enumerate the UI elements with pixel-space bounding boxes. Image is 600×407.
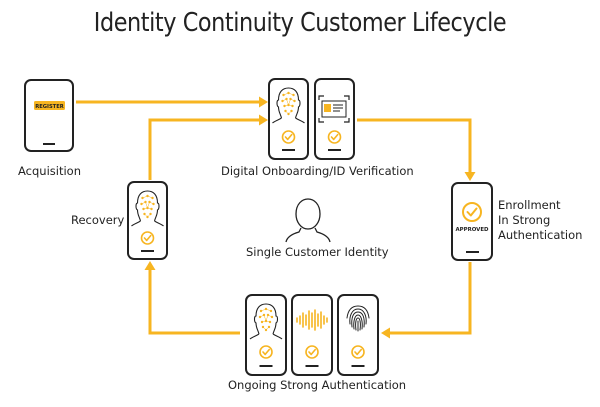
diagram-title: Identity Continuity Customer Lifecycle (93, 8, 507, 38)
enrollment-label-line-1: Enrollment (498, 198, 561, 212)
phone-acquisition: REGISTER (24, 79, 74, 152)
voice-wave-icon (296, 309, 328, 331)
id-card-scan-icon (318, 95, 350, 123)
phone-onboarding-face (268, 78, 309, 160)
enrollment-label-line-2: In Strong (498, 213, 551, 227)
onboarding-label: Digital Onboarding/ID Verification (221, 164, 414, 178)
arrow-onboarding-to-enrollment (357, 118, 472, 176)
center-identity-label: Single Customer Identity (246, 245, 389, 259)
recovery-label: Recovery (71, 213, 125, 227)
approved-text: APPROVED (456, 227, 490, 233)
arrow-recovery-to-onboarding (148, 118, 263, 180)
phone-enrollment: APPROVED (451, 182, 493, 261)
register-badge: REGISTER (35, 104, 64, 110)
flow-arrows (76, 100, 472, 335)
phone-onboarding-id (314, 78, 355, 160)
arrow-enrollment-to-ongoing (386, 262, 472, 335)
fingerprint-icon (346, 305, 370, 332)
phone-ongoing-face (245, 294, 287, 376)
phone-recovery (127, 181, 168, 260)
acquisition-label: Acquisition (18, 164, 81, 178)
ongoing-label: Ongoing Strong Authentication (228, 378, 407, 392)
phone-ongoing-fingerprint (337, 294, 379, 376)
enrollment-label-line-3: Authentication (498, 228, 583, 242)
phone-ongoing-voice (291, 294, 333, 376)
arrow-heads (144, 96, 476, 339)
person-icon (285, 198, 331, 243)
arrow-ongoing-to-recovery (148, 266, 240, 335)
